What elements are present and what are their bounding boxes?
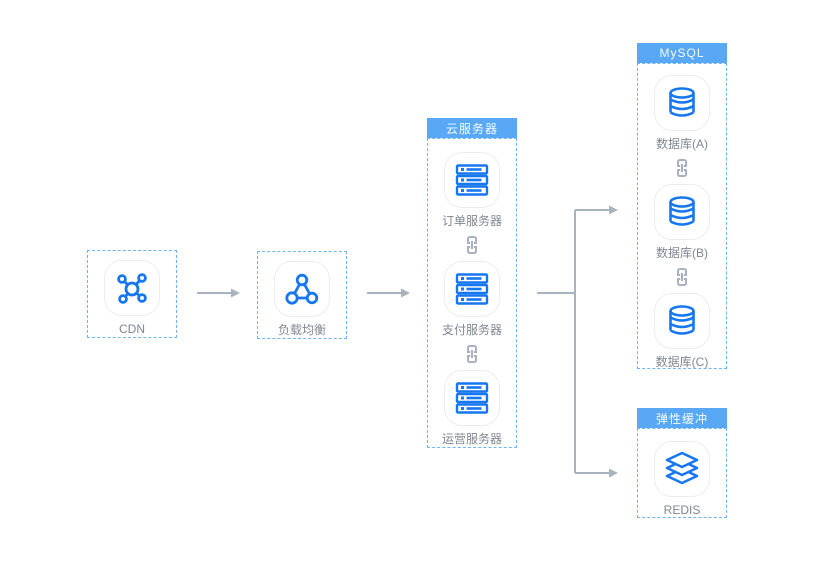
group-mysql[interactable]: MySQL 数据库(A) [637,43,727,369]
node-redis[interactable] [654,441,710,497]
node-database-c[interactable] [654,293,710,349]
network-hub-icon [117,273,147,304]
node-label: 数据库(B) [656,246,708,260]
stacked-layers-icon [665,451,699,485]
server-rack-icon [455,382,489,414]
node-load-balancer[interactable]: 负载均衡 [257,251,347,339]
node-label: 数据库(C) [655,355,709,369]
arrow-cloud-branch [537,209,609,474]
group-title: 弹性缓冲 [637,408,727,428]
database-icon [669,87,695,117]
cdn-icon-tile [104,260,160,316]
node-payment-server[interactable] [444,261,500,317]
database-icon [669,196,695,226]
chain-link-icon [464,344,480,364]
group-title: 云服务器 [427,118,517,138]
load-balancer-icon [285,273,319,305]
node-operations-server[interactable] [444,370,500,426]
group-elastic-cache[interactable]: 弹性缓冲 REDIS [637,408,727,518]
node-label: 订单服务器 [441,214,502,228]
node-label: 数据库(A) [656,137,708,151]
arrowhead-mysql [609,205,618,215]
arrowhead-cloud [401,288,410,298]
node-database-a[interactable] [654,75,710,131]
node-label: REDIS [663,503,701,517]
node-label: 运营服务器 [441,432,502,446]
database-icon [669,305,695,335]
node-label: CDN [119,322,145,336]
node-label: 支付服务器 [441,323,502,337]
arrowhead-lb [231,288,240,298]
group-body: 订单服务器 [427,138,517,448]
load-balancer-icon-tile [274,261,330,317]
server-rack-icon [455,164,489,196]
server-rack-icon [455,273,489,305]
chain-link-icon [464,235,480,255]
node-cdn[interactable]: CDN [87,250,177,338]
chain-link-icon [674,267,690,287]
chain-link-icon [674,158,690,178]
group-body: REDIS [637,428,727,518]
group-body: 数据库(A) [637,63,727,369]
node-database-b[interactable] [654,184,710,240]
node-label: 负载均衡 [277,323,326,337]
group-cloud-server[interactable]: 云服务器 订单服务器 [427,118,517,448]
node-order-server[interactable] [444,152,500,208]
group-title: MySQL [637,43,727,63]
arrowhead-redis [609,468,618,478]
